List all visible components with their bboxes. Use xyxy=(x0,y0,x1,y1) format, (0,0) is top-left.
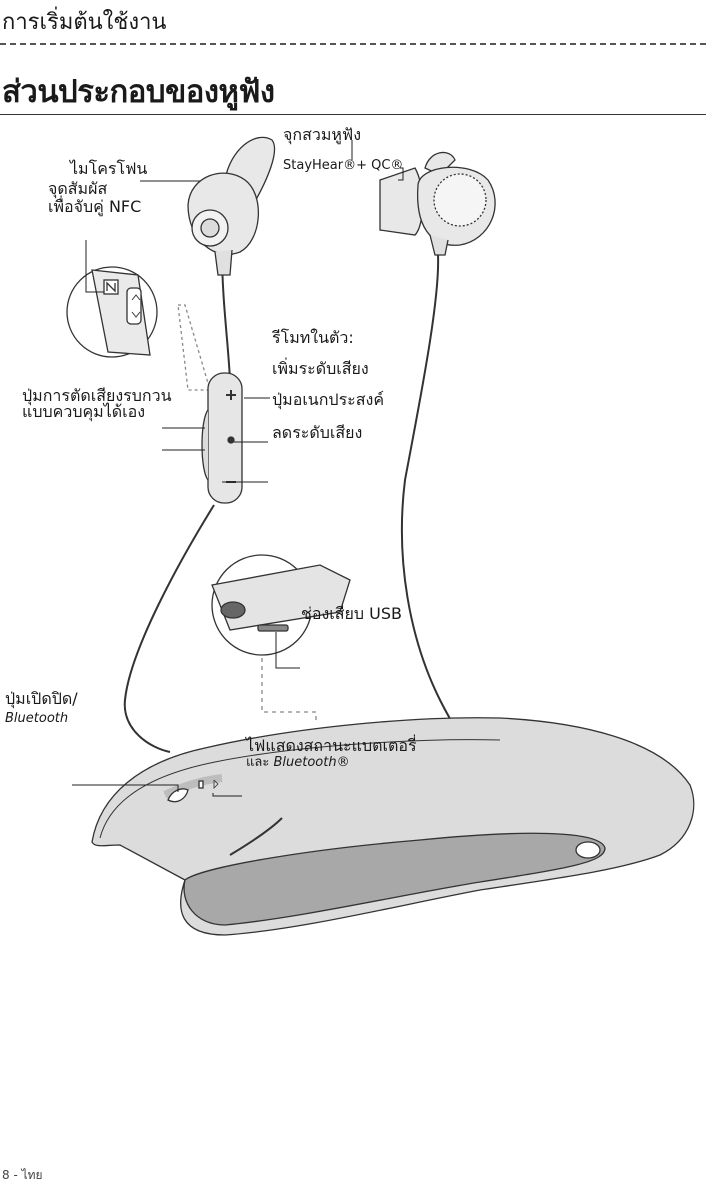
noise-control-label-line2: แบบควบคุมได้เอง xyxy=(22,402,146,421)
section-header: การเริ่มต้นใช้งาน xyxy=(2,10,167,35)
right-earbud-grille xyxy=(433,173,487,227)
remote-title-label: รีโมทในตัว: xyxy=(272,328,354,347)
power-label-line2: Bluetooth xyxy=(5,711,69,726)
mini-remote xyxy=(126,287,142,325)
page-title: ส่วนประกอบของหูฟัง xyxy=(2,74,275,110)
multi-function-label: ปุ่มอเนกประสงค์ xyxy=(272,390,385,409)
left-cable-lower xyxy=(123,504,215,753)
title-divider xyxy=(0,114,706,115)
neckband-inner-cord xyxy=(229,817,283,856)
battery-label-line1: ไฟแสดงสถานะแบตเตอรี่ xyxy=(246,736,417,755)
right-ear-tip xyxy=(379,167,424,236)
ear-tip-label: จุกสวมหูฟัง xyxy=(283,125,362,144)
ear-tip-model-label: StayHear®+ QC® xyxy=(283,158,404,173)
leader-lines xyxy=(72,140,404,797)
nfc-label-line2: เพื่อจับคู่ NFC xyxy=(48,197,142,216)
usb-port xyxy=(257,624,289,632)
noise-control-label-line1: ปุ่มการตัดเสียงรบกวน xyxy=(22,386,172,405)
battery-led xyxy=(198,780,204,789)
nfc-label-line1: จุดสัมผัส xyxy=(48,179,108,198)
volume-up-label: เพิ่มระดับเสียง xyxy=(272,359,369,378)
page-footer: 8 - ไทย xyxy=(2,1168,43,1182)
power-label-line1: ปุ่มเปิดปิด/ xyxy=(5,689,78,708)
usb-port-label: ช่องเสียบ USB xyxy=(301,604,402,623)
neckband-controls xyxy=(163,774,223,799)
battery-label-prefix: และ xyxy=(246,755,274,770)
inline-remote xyxy=(207,372,243,504)
neckband-panel xyxy=(183,832,606,926)
battery-label-line2: และ Bluetooth® xyxy=(246,754,350,772)
right-earbud-wing xyxy=(424,151,456,176)
bluetooth-led xyxy=(213,779,219,789)
headphone-diagram xyxy=(66,136,695,936)
microphone-label: ไมโครโฟน xyxy=(70,159,148,178)
volume-down-label: ลดระดับเสียง xyxy=(272,423,363,442)
power-button xyxy=(167,788,189,803)
dashed-divider xyxy=(0,43,706,45)
battery-label-bluetooth: Bluetooth® xyxy=(273,755,350,770)
